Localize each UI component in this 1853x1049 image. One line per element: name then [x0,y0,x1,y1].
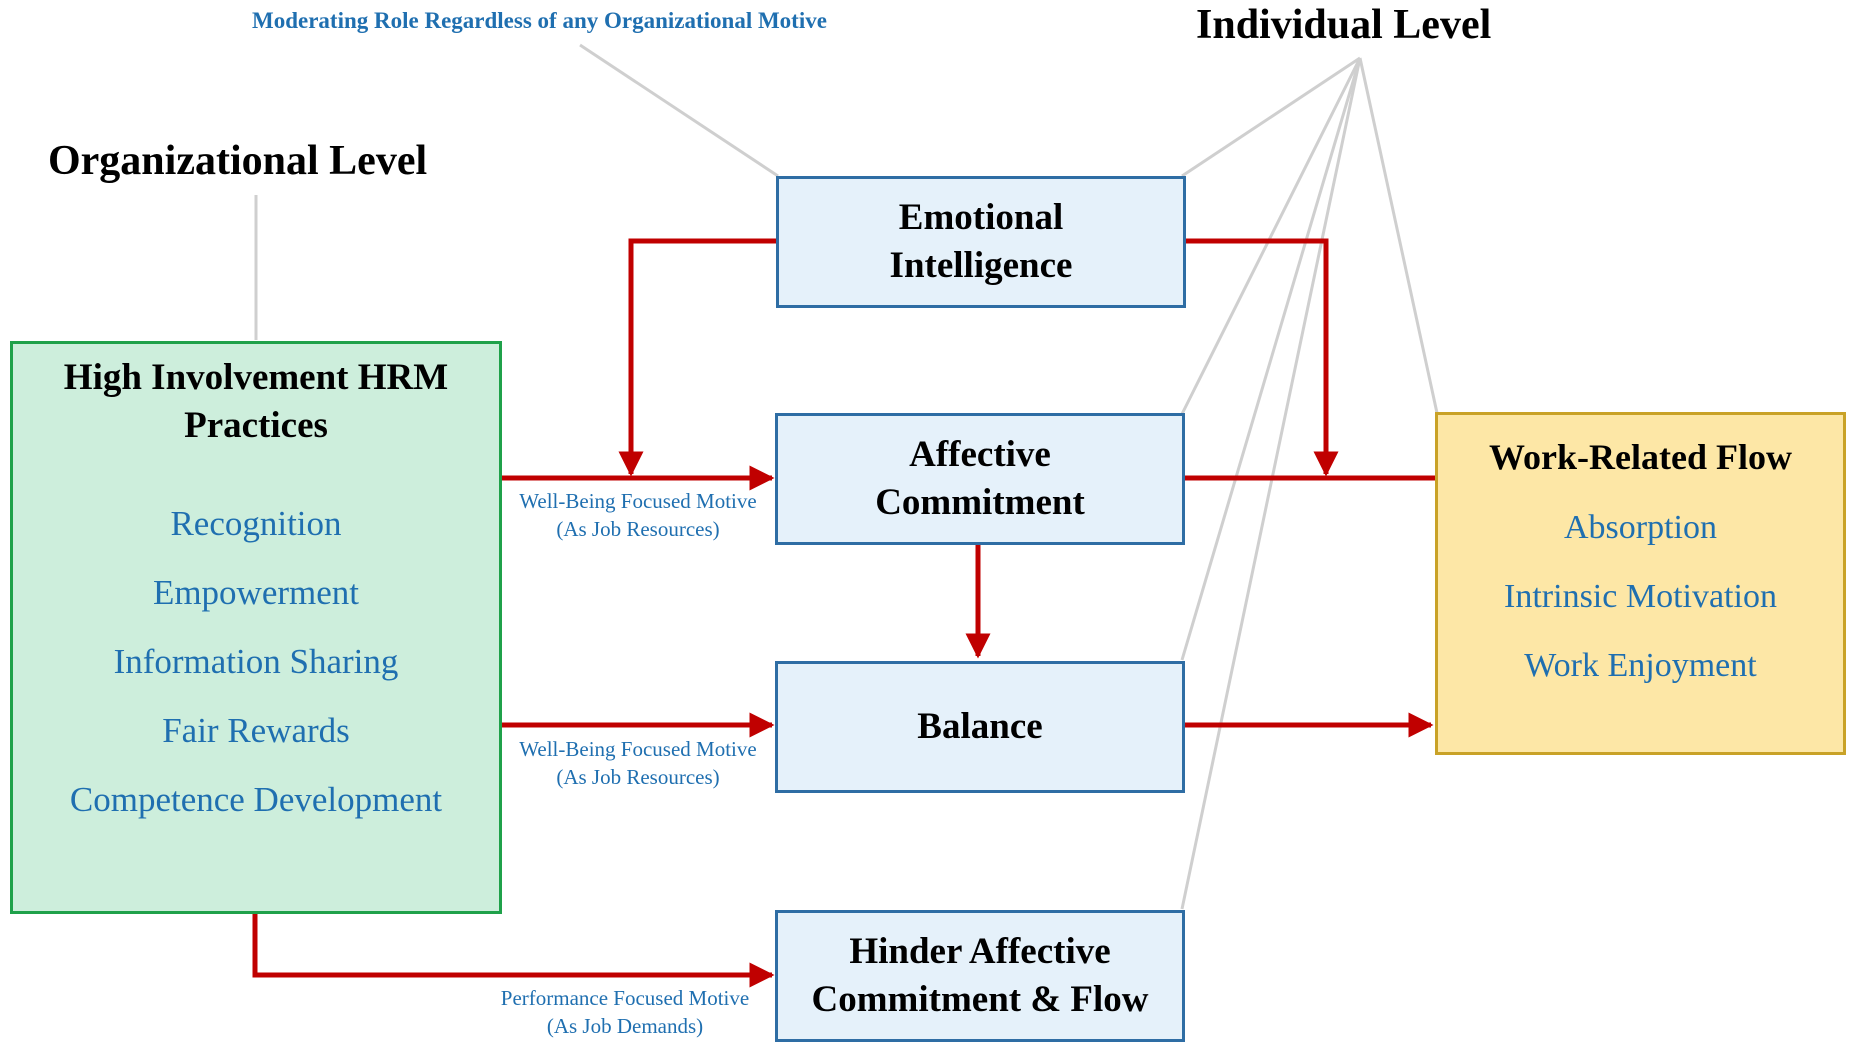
arrow-ei-to-flow-link [1185,238,1339,477]
affective-commitment-line2: Commitment [875,482,1085,523]
hrm-item-recognition: Recognition [170,504,342,543]
hinder-title-line1: Hinder Affective [849,931,1111,972]
hrm-item-competence-development: Competence Development [69,780,443,819]
edge-label-hinder-line1: Performance Focused Motive [500,986,750,1010]
edge-label-balance: Well-Being Focused Motive (As Job Resour… [505,735,771,791]
hinder-box: Hinder Affective Commitment & Flow [775,910,1185,1042]
hinder-title-line2: Commitment & Flow [811,979,1149,1020]
arrow-ei-to-hrm-link [618,238,776,477]
individual-level-heading: Individual Level [1196,2,1492,48]
edge-label-balance-line1: Well-Being Focused Motive [519,737,757,761]
hrm-title-line2: Practices [184,405,328,446]
hrm-practice-list: Recognition Empowerment Information Shar… [70,489,442,834]
balance-box: Balance [775,661,1185,793]
flow-item-absorption: Absorption [1563,509,1717,546]
affective-commitment-line1: Affective [909,434,1051,475]
edge-label-balance-line2: (As Job Resources) [556,765,720,789]
connector-individual-ei [1181,56,1361,178]
edge-label-affective-line1: Well-Being Focused Motive [519,489,757,513]
hrm-item-information-sharing: Information Sharing [113,642,399,681]
edge-label-hinder-line2: (As Job Demands) [546,1014,704,1038]
edge-label-affective-line2: (As Job Resources) [556,517,720,541]
connector-individual-ac [1180,57,1362,415]
flow-item-work-enjoyment: Work Enjoyment [1524,647,1757,684]
emotional-intelligence-line2: Intelligence [889,245,1073,286]
hrm-title: High Involvement HRM Practices [64,354,448,450]
work-related-flow-box: Work-Related Flow Absorption Intrinsic M… [1435,412,1846,755]
hrm-title-line1: High Involvement HRM [63,357,449,398]
flow-title: Work-Related Flow [1489,437,1792,477]
connector-individual-hinder [1180,57,1362,910]
connector-moderating-note [579,43,779,178]
balance-title: Balance [917,706,1043,747]
moderating-role-note: Moderating Role Regardless of any Organi… [252,8,827,33]
organizational-level-heading: Organizational Level [48,138,428,184]
emotional-intelligence-box: Emotional Intelligence [776,176,1186,308]
hinder-title: Hinder Affective Commitment & Flow [811,928,1148,1024]
edge-label-affective: Well-Being Focused Motive (As Job Resour… [505,487,771,543]
emotional-intelligence-title: Emotional Intelligence [890,194,1073,290]
flow-item-intrinsic-motivation: Intrinsic Motivation [1504,578,1777,615]
affective-commitment-box: Affective Commitment [775,413,1185,545]
hrm-item-fair-rewards: Fair Rewards [162,711,350,750]
connector-individual-flow [1358,57,1439,414]
hrm-practices-box: High Involvement HRM Practices Recogniti… [10,341,502,914]
edge-label-hinder: Performance Focused Motive (As Job Deman… [480,984,770,1040]
flow-component-list: Absorption Intrinsic Motivation Work Enj… [1504,493,1777,700]
arrow-hrm-to-hinder [252,913,775,988]
hrm-item-empowerment: Empowerment [152,573,360,612]
affective-commitment-title: Affective Commitment [875,431,1085,527]
connector-individual-balance [1180,57,1362,661]
emotional-intelligence-line1: Emotional [898,197,1064,238]
